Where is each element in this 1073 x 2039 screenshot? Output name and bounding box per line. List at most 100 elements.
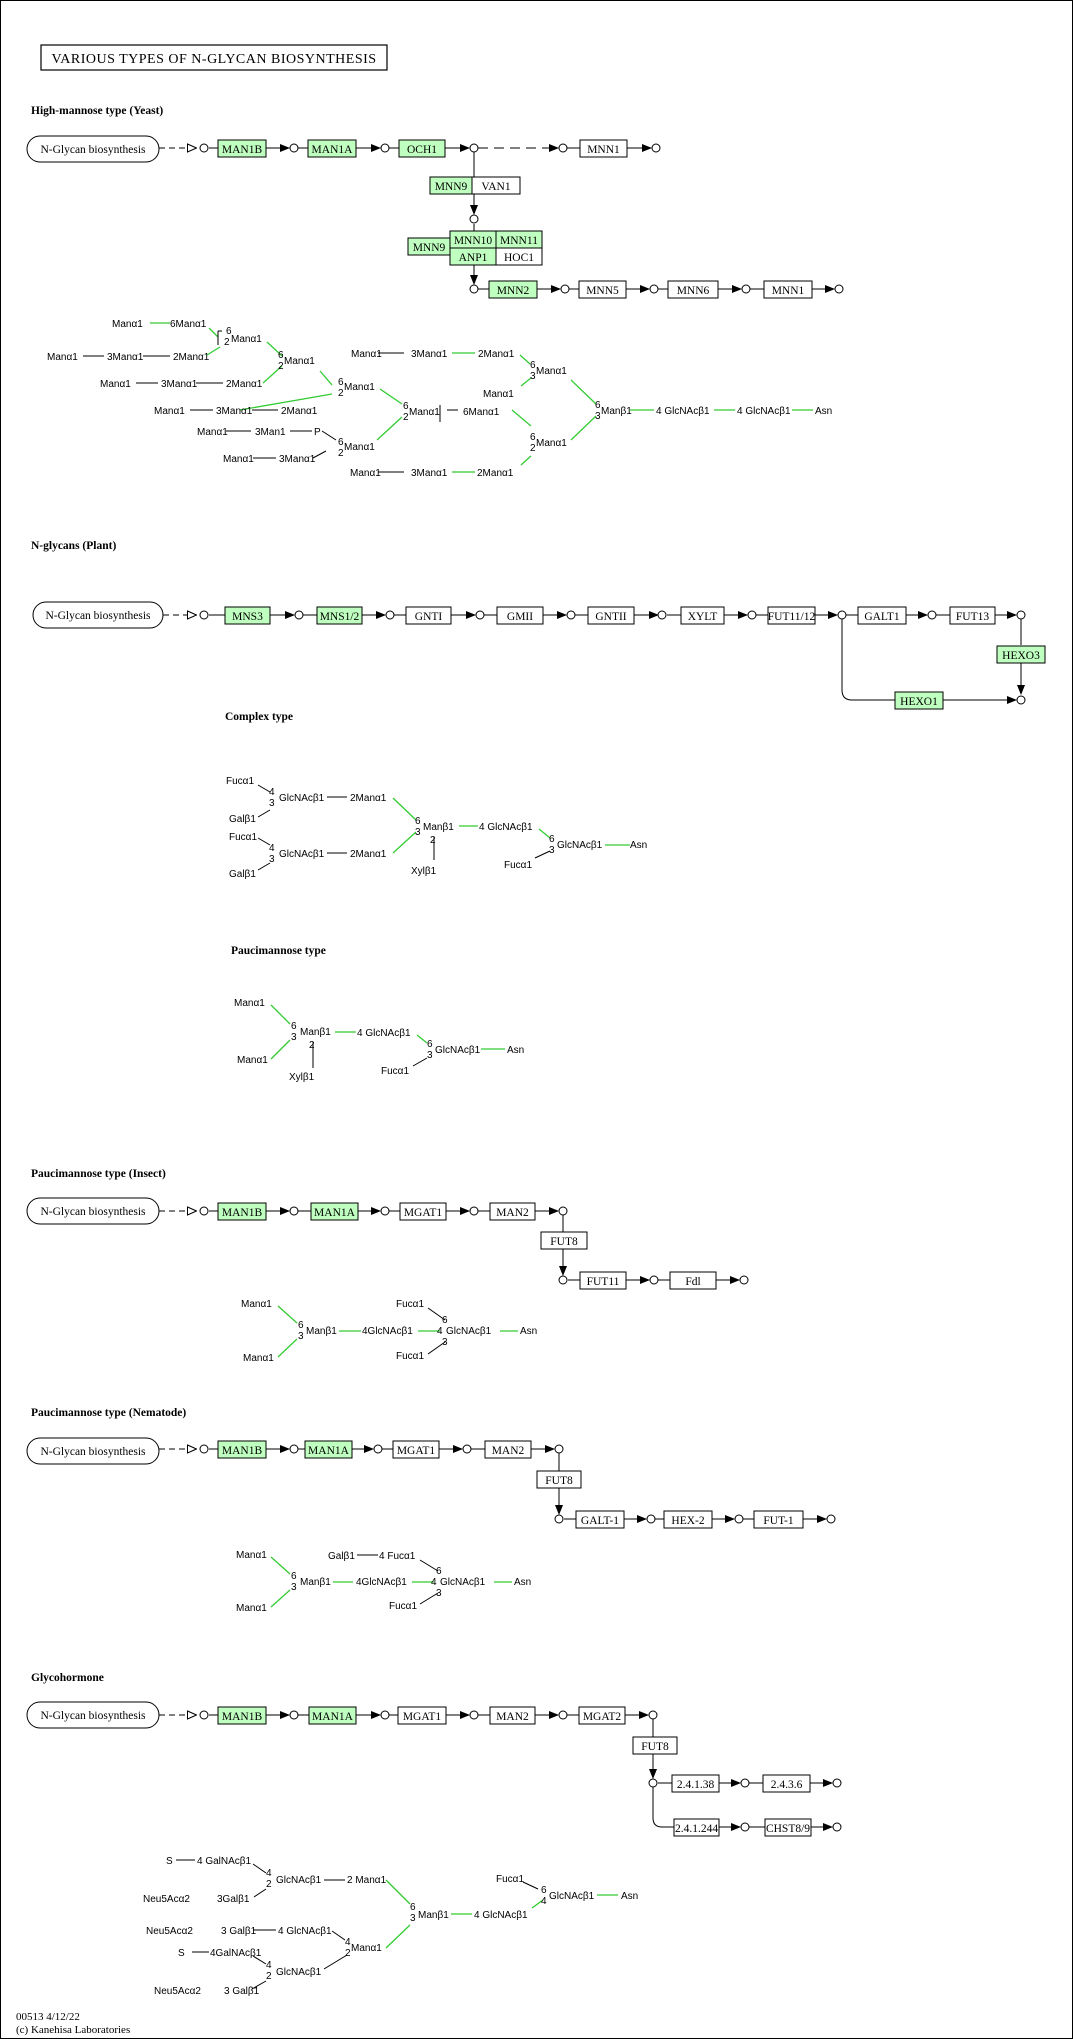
svg-text:Manα1: Manα1 <box>350 468 381 479</box>
gene-label: MNN5 <box>586 285 619 297</box>
gene-p9[interactable]: FUT13 <box>949 606 996 625</box>
svg-text:2: 2 <box>278 361 284 372</box>
map-link-glycohormone[interactable]: N-Glycan biosynthesis <box>26 1701 160 1729</box>
gene-g3[interactable]: MGAT1 <box>397 1706 447 1725</box>
gene-y13[interactable]: MNN5 <box>578 280 627 299</box>
gene-y11[interactable]: HOC1 <box>495 247 543 266</box>
gene-g8[interactable]: 2.4.3.6 <box>762 1774 811 1793</box>
svg-text:4: 4 <box>266 1868 272 1879</box>
gene-y5[interactable]: MNN9 <box>429 176 473 195</box>
map-link-plant[interactable]: N-Glycan biosynthesis <box>32 601 164 629</box>
section-title-glycohormone: Glycohormone <box>31 1672 104 1684</box>
gene-i5[interactable]: FUT8 <box>540 1231 588 1250</box>
gene-y14[interactable]: MNN6 <box>667 280 719 299</box>
gene-g5[interactable]: MGAT2 <box>578 1706 626 1725</box>
svg-text:Manα1: Manα1 <box>351 1943 382 1954</box>
gene-box-rect <box>578 1706 626 1725</box>
gene-box-rect <box>496 606 544 625</box>
svg-text:4 GlcNAcβ1: 4 GlcNAcβ1 <box>737 406 791 417</box>
gene-label: Fdl <box>685 1276 700 1288</box>
gene-label: FUT8 <box>545 1475 573 1487</box>
gene-i7[interactable]: Fdl <box>669 1271 717 1290</box>
gene-g1[interactable]: MAN1B <box>217 1706 267 1725</box>
gene-box-rect <box>217 1202 267 1221</box>
svg-text:3 Galβ1: 3 Galβ1 <box>221 1926 257 1937</box>
gene-i2[interactable]: MAN1A <box>310 1202 359 1221</box>
gene-p11[interactable]: HEXO1 <box>894 691 944 710</box>
gene-box-rect <box>217 1706 267 1725</box>
svg-text:3: 3 <box>291 1032 297 1043</box>
svg-text:Fucα1: Fucα1 <box>496 1874 524 1885</box>
svg-text:4: 4 <box>437 1326 443 1337</box>
gene-y10[interactable]: ANP1 <box>449 247 497 266</box>
gene-label: FUT8 <box>641 1741 669 1753</box>
svg-text:6: 6 <box>595 400 601 411</box>
svg-text:3: 3 <box>442 1337 448 1348</box>
gene-y12[interactable]: MNN2 <box>488 280 538 299</box>
gene-label: MNN1 <box>587 144 620 156</box>
gene-y8[interactable]: MNN10 <box>449 230 497 249</box>
gene-n4[interactable]: MAN2 <box>484 1440 532 1459</box>
svg-text:3Manα1: 3Manα1 <box>107 352 144 363</box>
gene-n5[interactable]: FUT8 <box>536 1470 582 1489</box>
svg-text:2Manα1: 2Manα1 <box>350 849 387 860</box>
gene-p10[interactable]: HEXO3 <box>996 645 1046 664</box>
gene-i4[interactable]: MAN2 <box>489 1202 536 1221</box>
svg-text:N-Glycan biosynthesis: N-Glycan biosynthesis <box>40 1710 146 1722</box>
gene-y6[interactable]: VAN1 <box>471 176 521 195</box>
svg-text:6: 6 <box>530 432 536 443</box>
gene-i3[interactable]: MGAT1 <box>399 1202 447 1221</box>
gene-y7[interactable]: MNN9 <box>407 237 451 256</box>
svg-text:Manα1: Manα1 <box>112 319 143 330</box>
svg-text:6: 6 <box>298 1320 304 1331</box>
svg-text:3: 3 <box>436 1588 442 1599</box>
gene-p3[interactable]: GNTI <box>405 606 452 625</box>
gene-n7[interactable]: HEX-2 <box>663 1510 713 1529</box>
svg-text:Manα1: Manα1 <box>344 382 375 393</box>
gene-box-rect <box>763 280 813 299</box>
gene-g4[interactable]: MAN2 <box>489 1706 536 1725</box>
gene-n1[interactable]: MAN1B <box>217 1440 267 1459</box>
gene-g10[interactable]: CHST8/9 <box>764 1818 812 1837</box>
gene-y9[interactable]: MNN11 <box>495 230 543 249</box>
gene-label: MNN9 <box>413 242 446 254</box>
gene-label: FUT11 <box>587 1276 620 1288</box>
svg-text:4 GlcNAcβ1: 4 GlcNAcβ1 <box>479 822 533 833</box>
gene-box-rect <box>669 1271 717 1290</box>
gene-y15[interactable]: MNN1 <box>763 280 813 299</box>
gene-box-rect <box>667 280 719 299</box>
map-link-nematode[interactable]: N-Glycan biosynthesis <box>26 1437 160 1465</box>
svg-text:6: 6 <box>541 1885 547 1896</box>
gene-g7[interactable]: 2.4.1.38 <box>671 1774 720 1793</box>
gene-label: MAN1A <box>312 144 354 156</box>
gene-i6[interactable]: FUT11 <box>579 1271 627 1290</box>
gene-g9[interactable]: 2.4.1.244 <box>673 1818 720 1837</box>
gene-p1[interactable]: MNS3 <box>224 606 271 625</box>
gene-box-rect <box>540 1231 588 1250</box>
gene-label: ANP1 <box>459 252 488 264</box>
gene-label: MGAT1 <box>397 1445 436 1457</box>
svg-text:GlcNAcβ1: GlcNAcβ1 <box>557 840 603 851</box>
gene-y4[interactable]: MNN1 <box>579 139 628 158</box>
map-link-insect[interactable]: N-Glycan biosynthesis <box>26 1197 160 1225</box>
gene-g6[interactable]: FUT8 <box>632 1736 678 1755</box>
gene-y1[interactable]: MAN1B <box>217 139 267 158</box>
gene-p4[interactable]: GMII <box>496 606 544 625</box>
gene-n8[interactable]: FUT-1 <box>753 1510 804 1529</box>
gene-y2[interactable]: MAN1A <box>307 139 357 158</box>
gene-p7[interactable]: FUT11/12 <box>767 606 816 625</box>
gene-n2[interactable]: MAN1A <box>304 1440 353 1459</box>
gene-g2[interactable]: MAN1A <box>308 1706 357 1725</box>
map-link-yeast[interactable]: N-Glycan biosynthesis <box>26 135 160 163</box>
gene-p2[interactable]: MNS1/2 <box>316 606 363 625</box>
gene-i1[interactable]: MAN1B <box>217 1202 267 1221</box>
svg-text:Fucα1: Fucα1 <box>396 1351 424 1362</box>
gene-n3[interactable]: MGAT1 <box>392 1440 440 1459</box>
gene-y3[interactable]: OCH1 <box>398 139 446 158</box>
gene-box-rect <box>663 1510 713 1529</box>
gene-box-rect <box>484 1440 532 1459</box>
gene-n6[interactable]: GALT-1 <box>575 1510 625 1529</box>
gene-p8[interactable]: GALT1 <box>857 606 907 625</box>
gene-p5[interactable]: GNTII <box>587 606 635 625</box>
gene-p6[interactable]: XYLT <box>680 606 725 625</box>
